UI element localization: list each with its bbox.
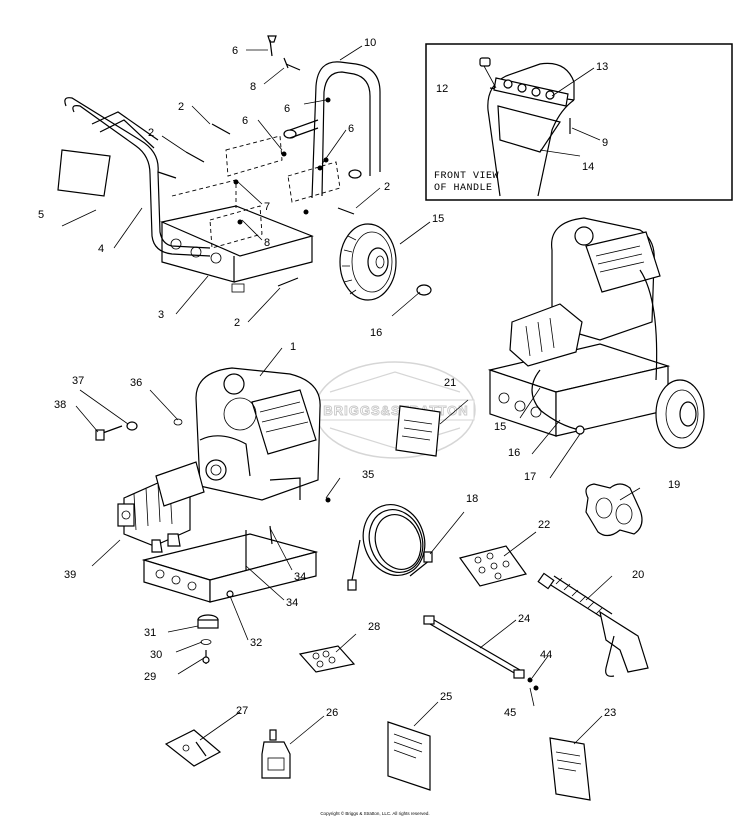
tag-part-27 xyxy=(164,729,222,767)
callout-6c: 6 xyxy=(348,123,354,135)
callout-31: 31 xyxy=(144,627,156,639)
callout-23: 23 xyxy=(604,707,616,719)
callout-45: 45 xyxy=(504,707,516,719)
callout-32: 32 xyxy=(250,637,262,649)
callout-24: 24 xyxy=(518,613,530,625)
callout-34a: 34 xyxy=(294,571,306,583)
callout-39: 39 xyxy=(64,569,76,581)
callout-4: 4 xyxy=(98,243,104,255)
watermark-text: BRIGGS&STRATTON xyxy=(323,403,468,418)
copyright-notice: Copyright © Briggs & Stratton, LLC. All … xyxy=(320,810,429,816)
callout-18: 18 xyxy=(466,493,478,505)
callout-34b: 34 xyxy=(286,597,298,609)
hose-part-18 xyxy=(347,504,433,591)
hardware-pins xyxy=(185,35,355,287)
callout-22: 22 xyxy=(538,519,550,531)
wheel-part-13 xyxy=(339,223,397,301)
callout-36: 36 xyxy=(130,377,142,389)
callout-13: 15 xyxy=(432,213,444,225)
nozzle-kit-part-22 xyxy=(459,545,527,587)
oil-bottle-part-26 xyxy=(261,729,291,779)
callout-8a: 6 xyxy=(232,45,238,57)
callout-8b: 9 xyxy=(602,137,608,149)
decal-part-28 xyxy=(298,645,356,673)
callout-6e: 8 xyxy=(264,237,270,249)
decal-part-21 xyxy=(395,405,441,457)
inset-title-line-2: OF HANDLE xyxy=(434,183,493,194)
callout-5: 5 xyxy=(38,209,44,221)
callout-35: 35 xyxy=(362,469,374,481)
callout-14: 16 xyxy=(370,327,382,339)
callout-16: 16 xyxy=(508,447,520,459)
callout-6a: 6 xyxy=(284,103,290,115)
manual-part-25 xyxy=(387,721,431,791)
callout-28: 28 xyxy=(368,621,380,633)
callout-37: 37 xyxy=(72,375,84,387)
callout-2b: 2 xyxy=(148,127,154,139)
callout-numbers: 6 8 10 2 2 6 6 6 7 8 2 5 4 3 2 15 16 12 … xyxy=(38,37,680,719)
callout-27: 27 xyxy=(236,705,248,717)
manual-part-23 xyxy=(549,737,591,801)
callout-29: 29 xyxy=(144,671,156,683)
frame-part-3 xyxy=(160,135,341,293)
pump-part-39 xyxy=(117,461,205,553)
callout-38: 38 xyxy=(54,399,66,411)
lance-part-24 xyxy=(423,615,539,691)
callout-26: 26 xyxy=(326,707,338,719)
callout-3: 3 xyxy=(158,309,164,321)
callout-11: 13 xyxy=(596,61,608,73)
callout-30: 30 xyxy=(150,649,162,661)
callout-20: 20 xyxy=(632,569,644,581)
callout-2d: 2 xyxy=(234,317,240,329)
leader-lines xyxy=(61,45,641,745)
inset-title-line-1: FRONT VIEW xyxy=(434,171,499,182)
upper-handle-part-9 xyxy=(283,61,381,199)
callout-12: 14 xyxy=(582,161,594,173)
hubcap-part-14 xyxy=(416,284,432,296)
engine-part-1 xyxy=(195,367,321,501)
callout-2a: 2 xyxy=(178,101,184,113)
inset-front-view: FRONT VIEW OF HANDLE xyxy=(425,43,733,201)
callout-7: 8 xyxy=(250,81,256,93)
spray-gun-part-20 xyxy=(537,572,649,677)
callout-6b: 6 xyxy=(242,115,248,127)
callout-25: 25 xyxy=(440,691,452,703)
callout-44: 44 xyxy=(540,649,552,661)
callout-1: 1 xyxy=(290,341,296,353)
callout-19: 19 xyxy=(668,479,680,491)
assembled-pressure-washer xyxy=(487,217,705,449)
decal-part-5 xyxy=(57,149,111,197)
callout-9: 10 xyxy=(364,37,376,49)
nozzle-holder-part-19 xyxy=(585,483,643,537)
callout-10: 12 xyxy=(436,83,448,95)
callout-2c: 2 xyxy=(384,181,390,193)
callout-6d: 7 xyxy=(264,201,270,213)
callout-17: 17 xyxy=(524,471,536,483)
callout-15: 15 xyxy=(494,421,506,433)
handle-frame-part-4 xyxy=(64,97,211,257)
foot-hardware xyxy=(95,418,331,664)
callout-21: 21 xyxy=(444,377,456,389)
